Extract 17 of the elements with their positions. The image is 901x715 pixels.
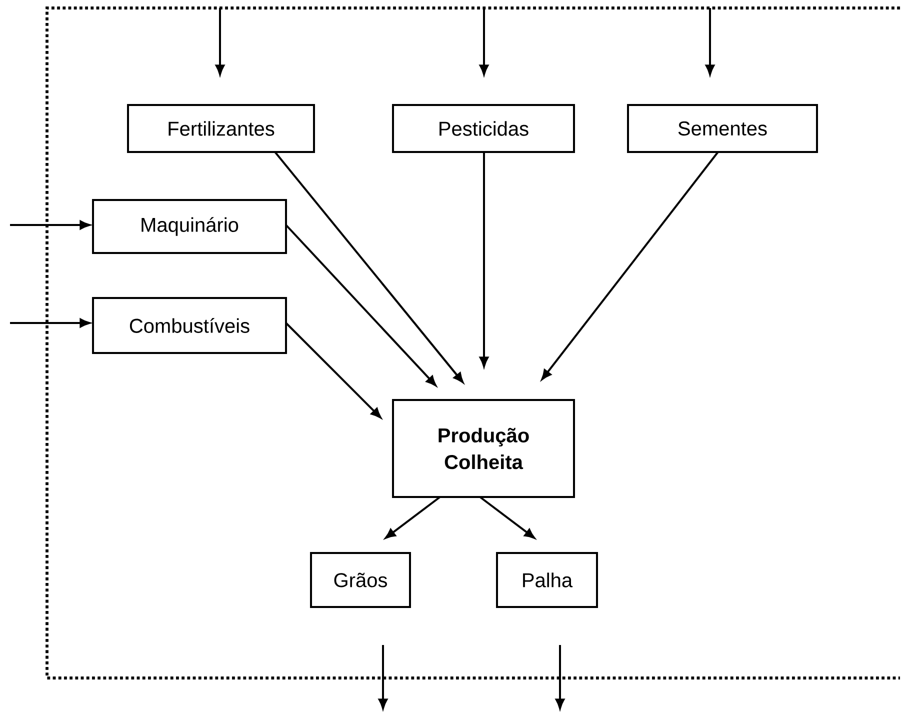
arrow bbox=[285, 224, 436, 386]
input-box: Combustíveis bbox=[92, 297, 287, 354]
arrow bbox=[479, 152, 489, 368]
process-box: Produção Colheita bbox=[392, 399, 575, 498]
arrow bbox=[385, 496, 441, 539]
input-box: Palha bbox=[496, 552, 598, 608]
arrow bbox=[541, 151, 719, 380]
arrow bbox=[10, 318, 90, 328]
arrow bbox=[479, 496, 535, 539]
arrow bbox=[10, 220, 90, 230]
input-box: Maquinário bbox=[92, 199, 287, 254]
input-box: Fertilizantes bbox=[127, 104, 315, 153]
arrow bbox=[274, 151, 464, 383]
input-box: Grãos bbox=[310, 552, 411, 608]
input-box: Pesticidas bbox=[392, 104, 575, 153]
arrow bbox=[285, 322, 382, 418]
input-box: Sementes bbox=[627, 104, 818, 153]
